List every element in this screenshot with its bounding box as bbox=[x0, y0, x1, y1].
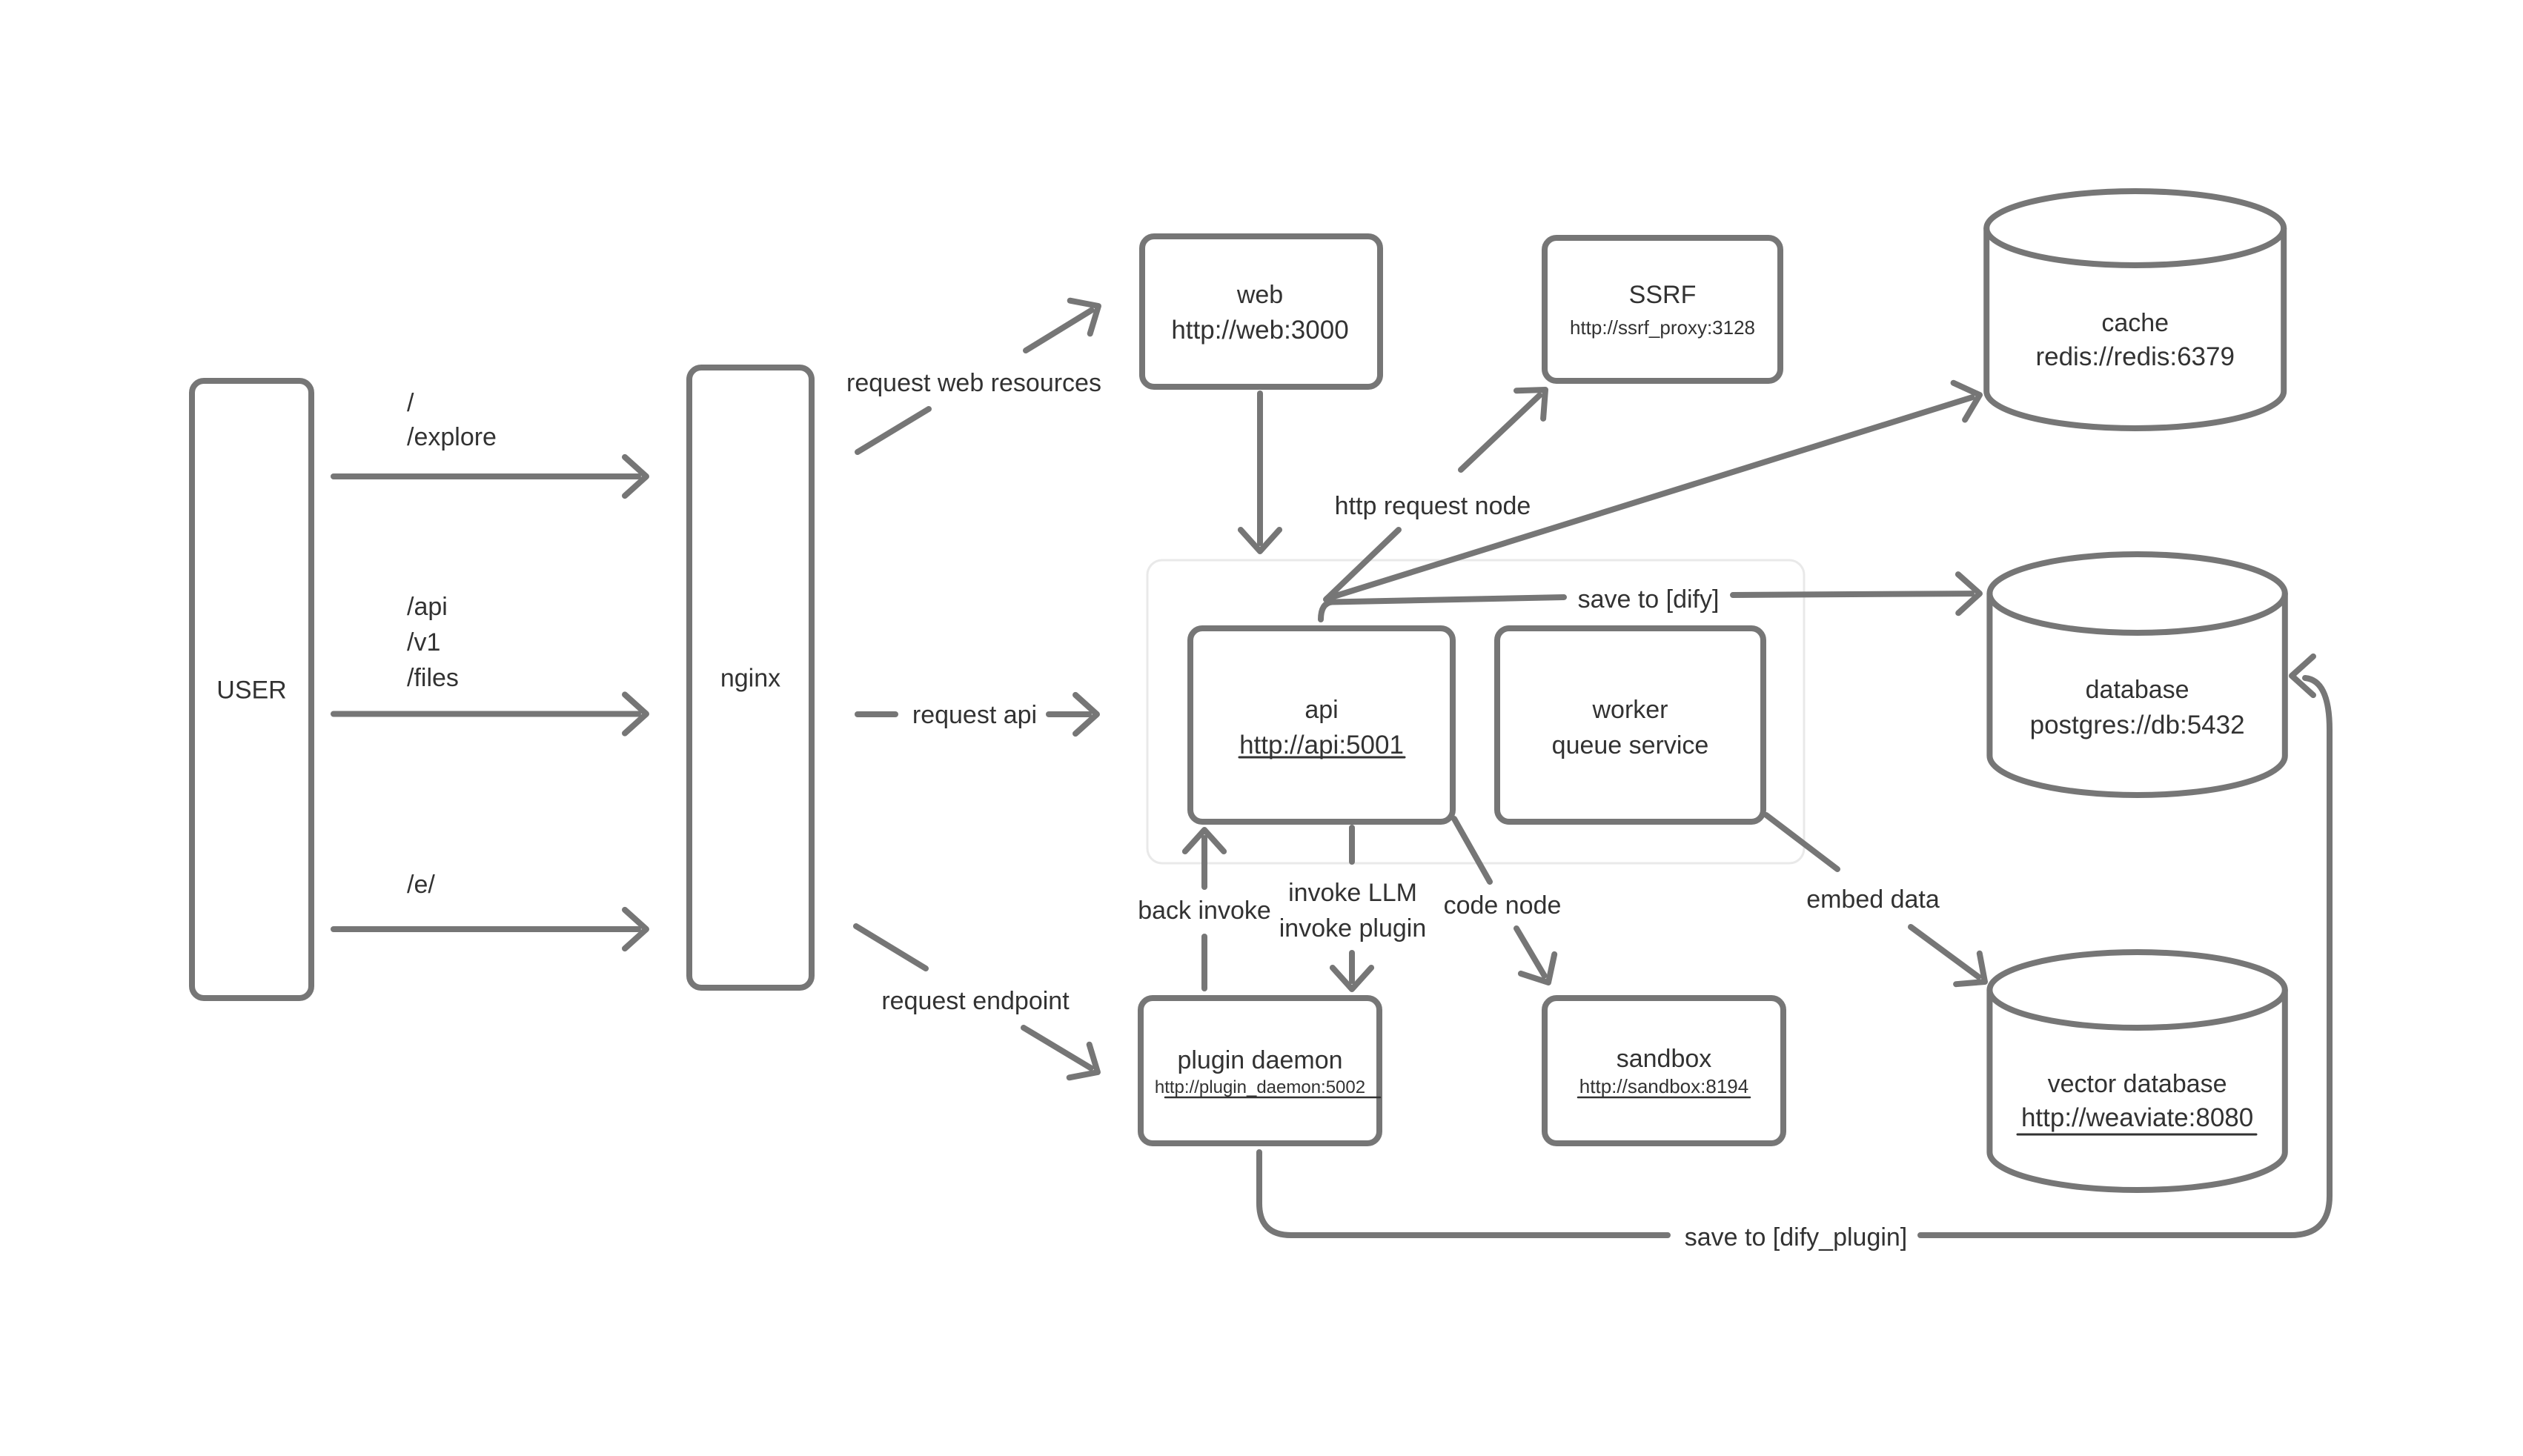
svg-text:request web resources: request web resources bbox=[846, 369, 1101, 397]
svg-text:http request node: http request node bbox=[1335, 492, 1531, 520]
svg-text:nginx: nginx bbox=[720, 665, 780, 693]
svg-text:/v1: /v1 bbox=[407, 628, 440, 656]
svg-text:USER: USER bbox=[216, 677, 286, 705]
svg-text:invoke LLM: invoke LLM bbox=[1288, 879, 1417, 907]
svg-text:invoke plugin: invoke plugin bbox=[1279, 914, 1426, 943]
svg-text:/: / bbox=[407, 389, 414, 417]
svg-text:redis://redis:6379: redis://redis:6379 bbox=[2035, 342, 2234, 371]
svg-text:save to [dify]: save to [dify] bbox=[1578, 585, 1720, 614]
svg-text:request api: request api bbox=[912, 701, 1037, 729]
svg-text:/explore: /explore bbox=[407, 423, 497, 451]
svg-text:/api: /api bbox=[407, 593, 448, 621]
svg-text:/e/: /e/ bbox=[407, 871, 435, 899]
svg-text:cache: cache bbox=[2101, 309, 2169, 337]
svg-text:code node: code node bbox=[1444, 891, 1562, 920]
svg-text:worker: worker bbox=[1591, 696, 1668, 724]
svg-text:/files: /files bbox=[407, 664, 459, 692]
svg-text:api: api bbox=[1304, 696, 1338, 724]
svg-text:sandbox: sandbox bbox=[1617, 1045, 1712, 1073]
svg-text:http://ssrf_proxy:3128: http://ssrf_proxy:3128 bbox=[1570, 316, 1755, 339]
svg-text:http://plugin_daemon:5002: http://plugin_daemon:5002 bbox=[1155, 1077, 1365, 1097]
svg-text:http://web:3000: http://web:3000 bbox=[1171, 316, 1348, 345]
svg-text:plugin daemon: plugin daemon bbox=[1177, 1046, 1342, 1074]
svg-text:back invoke: back invoke bbox=[1138, 897, 1271, 925]
svg-text:postgres://db:5432: postgres://db:5432 bbox=[2030, 711, 2245, 739]
svg-text:embed data: embed data bbox=[1806, 885, 1940, 914]
svg-text:save to [dify_plugin]: save to [dify_plugin] bbox=[1685, 1223, 1908, 1251]
svg-text:database: database bbox=[2086, 676, 2189, 704]
svg-text:web: web bbox=[1236, 281, 1283, 309]
svg-text:request endpoint: request endpoint bbox=[881, 987, 1070, 1015]
svg-text:http://api:5001: http://api:5001 bbox=[1239, 731, 1404, 759]
svg-text:SSRF: SSRF bbox=[1629, 281, 1697, 309]
svg-text:vector database: vector database bbox=[2048, 1070, 2227, 1098]
svg-text:http://weaviate:8080: http://weaviate:8080 bbox=[2021, 1103, 2253, 1132]
svg-text:queue service: queue service bbox=[1552, 731, 1709, 759]
svg-text:http://sandbox:8194: http://sandbox:8194 bbox=[1579, 1075, 1748, 1097]
